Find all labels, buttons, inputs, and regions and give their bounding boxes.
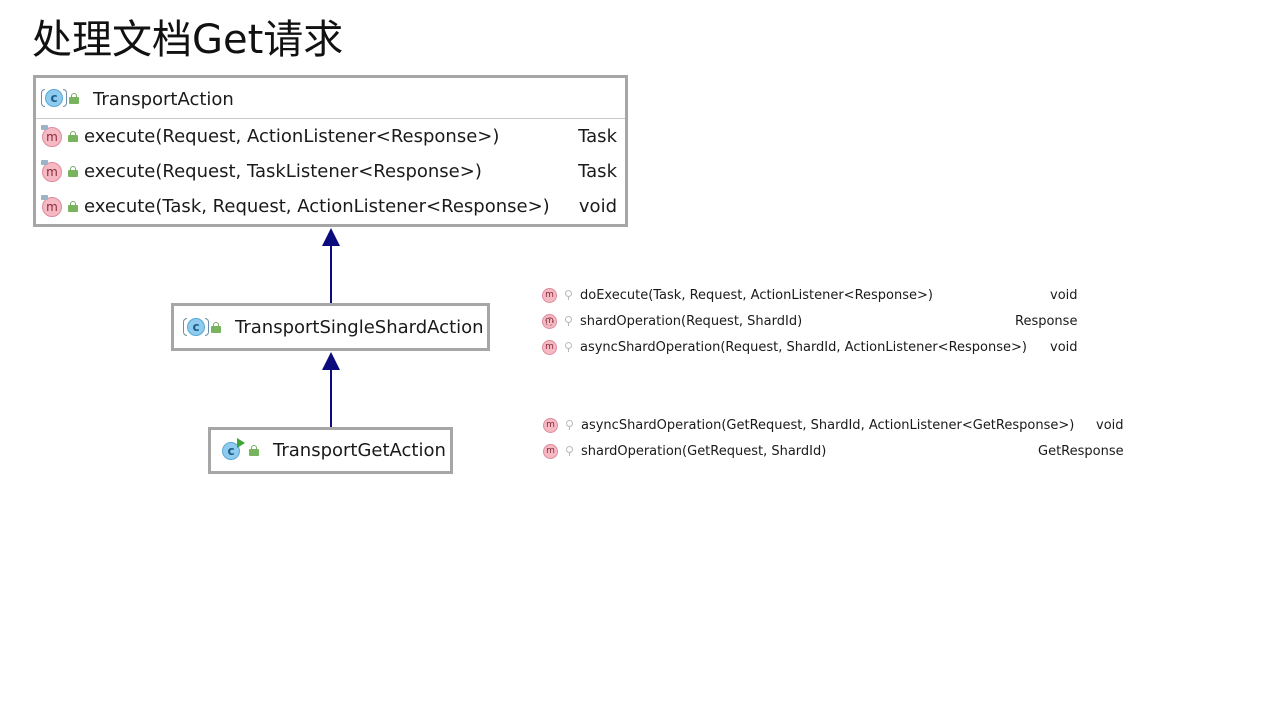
method-signature: shardOperation(GetRequest, ShardId) [581,443,827,459]
abstract-class-icon: c [41,89,67,107]
method-icon: m [542,339,557,355]
transport-single-shard-action-header: c TransportSingleShardAction [174,306,487,348]
public-lock-icon [249,445,259,456]
method-icon: m [41,194,62,217]
public-lock-icon [68,166,78,177]
transport-action-header: c TransportAction [36,78,625,119]
single-shard-method-list: m doExecute(Task, Request, ActionListene… [542,282,1078,360]
method-return-type: void [1050,287,1078,303]
method-icon: m [543,443,558,459]
method-row[interactable]: m asyncShardOperation(GetRequest, ShardI… [543,412,1124,438]
inheritance-arrowhead-base [322,228,340,246]
class-name: TransportGetAction [273,440,446,461]
protected-key-icon [566,446,573,456]
method-row[interactable]: m execute(Request, TaskListener<Response… [36,154,625,189]
protected-key-icon [565,316,572,326]
method-return-type: void [578,196,617,217]
method-row[interactable]: m doExecute(Task, Request, ActionListene… [542,282,1078,308]
public-lock-icon [68,131,78,142]
protected-key-icon [566,420,573,430]
method-signature: execute(Task, Request, ActionListener<Re… [84,196,550,217]
method-icon: m [41,124,62,147]
method-signature: shardOperation(Request, ShardId) [580,313,803,329]
method-icon: m [41,159,62,182]
abstract-method-icon: m [542,313,557,329]
method-row[interactable]: m asyncShardOperation(Request, ShardId, … [542,334,1078,360]
transport-action-box[interactable]: c TransportAction m execute(Request, Act… [33,75,628,227]
method-signature: asyncShardOperation(Request, ShardId, Ac… [580,339,1027,355]
class-name: TransportAction [93,88,234,110]
transport-single-shard-action-box[interactable]: c TransportSingleShardAction [171,303,490,351]
method-signature: doExecute(Task, Request, ActionListener<… [580,287,933,303]
protected-key-icon [565,342,572,352]
transport-get-action-box[interactable]: c TransportGetAction [208,427,453,474]
class-name: TransportSingleShardAction [235,316,484,338]
public-lock-icon [211,321,221,333]
method-row[interactable]: m execute(Request, ActionListener<Respon… [36,119,625,154]
runnable-class-icon: c [222,437,245,460]
public-lock-icon [69,92,79,104]
method-return-type: void [1096,417,1124,433]
method-icon: m [543,417,558,433]
method-signature: asyncShardOperation(GetRequest, ShardId,… [581,417,1075,433]
method-return-type: Task [578,126,617,147]
method-icon: m [542,287,557,303]
method-signature: execute(Request, TaskListener<Response>) [84,161,482,182]
method-return-type: Task [578,161,617,182]
transport-get-action-header: c TransportGetAction [211,430,450,471]
public-lock-icon [68,201,78,212]
abstract-class-icon: c [183,318,209,336]
protected-key-icon [565,290,572,300]
get-action-method-list: m asyncShardOperation(GetRequest, ShardI… [543,412,1124,464]
method-row[interactable]: m execute(Task, Request, ActionListener<… [36,189,625,224]
method-return-type: void [1050,339,1078,355]
method-return-type: GetResponse [1038,443,1124,459]
method-return-type: Response [1015,313,1078,329]
method-row[interactable]: m shardOperation(GetRequest, ShardId) Ge… [543,438,1124,464]
inheritance-arrowhead-single [322,352,340,370]
method-row[interactable]: m shardOperation(Request, ShardId) Respo… [542,308,1077,334]
page-title: 处理文档Get请求 [32,17,344,63]
method-signature: execute(Request, ActionListener<Response… [84,126,500,147]
